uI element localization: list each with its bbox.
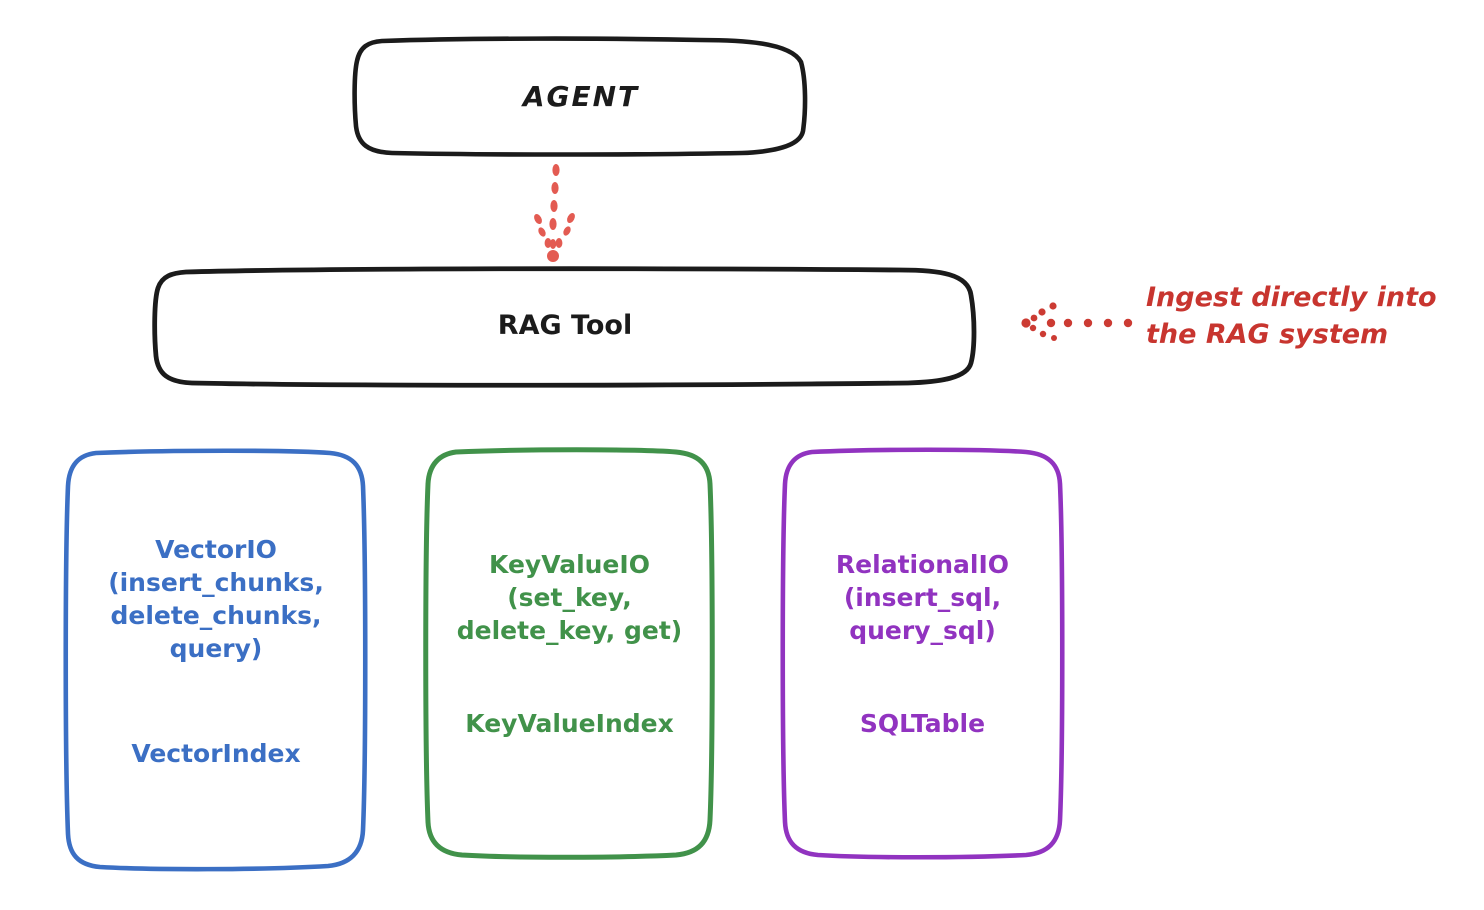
key-value-store-index-label: KeyValueIndex bbox=[465, 709, 674, 738]
vector-store-api-label: VectorIO (insert_chunks, delete_chunks, … bbox=[108, 535, 324, 663]
key-value-store-box-shape bbox=[423, 447, 715, 860]
relational-store-box-shape bbox=[780, 447, 1065, 860]
ingest-arrow bbox=[1021, 302, 1133, 341]
relational-store-api-label: RelationalIO (insert_sql, query_sql) bbox=[835, 550, 1010, 645]
vector-store-index-label: VectorIndex bbox=[131, 739, 301, 768]
agent-box-shape bbox=[352, 36, 808, 157]
vector-store-box-shape bbox=[63, 448, 368, 872]
rag-tool-box-shape bbox=[152, 266, 977, 388]
ingest-annotation-label: Ingest directly into the RAG system bbox=[1146, 282, 1437, 351]
relational-store-index-label: SQLTable bbox=[859, 709, 986, 738]
key-value-store-api-label: KeyValueIO (set_key, delete_key, get) bbox=[456, 550, 683, 645]
agent-to-rag-arrow bbox=[534, 164, 575, 262]
